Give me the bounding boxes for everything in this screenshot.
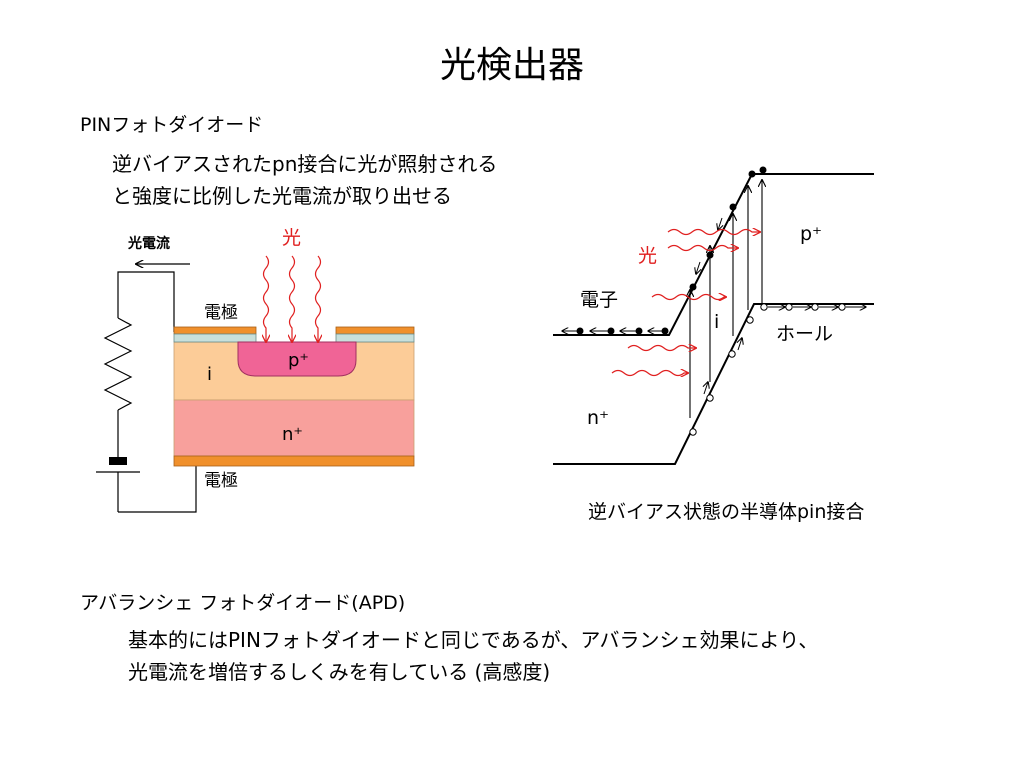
electron: [706, 251, 714, 259]
band-diagram: 光 電子 ホール p⁺ n⁺ i 逆バイアス状態の半導体pin接合: [553, 166, 874, 523]
light-ray: [316, 255, 321, 342]
band-light-waves: [611, 230, 760, 376]
electron: [748, 170, 756, 178]
hole: [838, 303, 846, 311]
top-electrode-left: [173, 326, 257, 335]
light-wave: [667, 230, 760, 235]
oxide-left: [173, 333, 257, 343]
hole: [706, 394, 714, 402]
light-wave: [667, 246, 738, 251]
p-plus-region: [237, 341, 357, 377]
band-light-label: 光: [638, 245, 657, 267]
pin-description-line-1: 逆バイアスされたpn接合に光が照射される: [112, 152, 498, 176]
light-wave: [627, 346, 696, 351]
pin-description-line-2: と強度に比例した光電流が取り出せる: [112, 184, 452, 208]
n-plus-layer: [173, 399, 415, 457]
electron: [661, 327, 669, 335]
hole: [746, 316, 754, 324]
electron: [607, 327, 615, 335]
section-heading-pin: PINフォトダイオード: [80, 114, 264, 136]
circuit-wire-top: [117, 271, 175, 332]
electrode-top-label: 電極: [204, 303, 238, 323]
hole-drift-arrow: [704, 382, 708, 395]
holes: [689, 303, 846, 436]
electron: [635, 327, 643, 335]
hole: [728, 350, 736, 358]
oxide-right: [335, 333, 415, 343]
electron: [729, 203, 737, 211]
light-label-device: 光: [282, 227, 301, 249]
band-i-label: i: [714, 311, 719, 333]
light-wave: [611, 371, 688, 376]
hole-label: ホール: [776, 323, 833, 345]
hole: [811, 303, 819, 311]
excitation-arrows: [690, 180, 762, 418]
band-p-plus-label: p⁺: [800, 223, 822, 245]
light-wave: [651, 295, 726, 300]
apd-description-line-1: 基本的にはPINフォトダイオードと同じであるが、アバランシェ効果により、: [128, 628, 819, 652]
electron-drift-arrow: [718, 217, 722, 230]
hole-drift-arrow: [738, 338, 742, 351]
electrode-bottom-label: 電極: [204, 471, 238, 491]
light-ray: [264, 255, 269, 342]
electron-drift-arrow: [696, 261, 700, 274]
bottom-electrode: [173, 455, 415, 467]
n-plus-label: n⁺: [282, 424, 303, 445]
hole: [785, 303, 793, 311]
hole: [689, 428, 697, 436]
section-heading-apd: アバランシェ フォトダイオード(APD): [80, 592, 406, 614]
electrons: [576, 166, 767, 335]
carrier-drift-arrows: [696, 217, 742, 395]
incident-light-rays: [264, 255, 321, 342]
hole: [760, 303, 768, 311]
band-diagram-caption: 逆バイアス状態の半導体pin接合: [588, 501, 864, 523]
external-circuit: [96, 271, 197, 513]
light-ray: [290, 255, 295, 342]
page-title: 光検出器: [439, 45, 584, 86]
pin-device-diagram: 光電流 電極 電極 i p⁺ n⁺ 光: [96, 227, 415, 513]
electron: [689, 283, 697, 291]
electron-label: 電子: [580, 289, 618, 311]
apd-description-line-2: 光電流を増倍するしくみを有している (高感度): [128, 660, 551, 684]
circuit-wire-bottom: [118, 466, 197, 513]
band-n-plus-label: n⁺: [587, 407, 609, 429]
photocurrent-label: 光電流: [127, 235, 170, 252]
top-electrode-right: [335, 326, 415, 335]
i-layer-label: i: [207, 364, 212, 385]
battery-plate-short: [109, 457, 127, 465]
p-plus-label: p⁺: [288, 350, 309, 371]
electron: [576, 327, 584, 335]
resistor-zigzag: [103, 317, 133, 411]
electron: [759, 166, 767, 174]
